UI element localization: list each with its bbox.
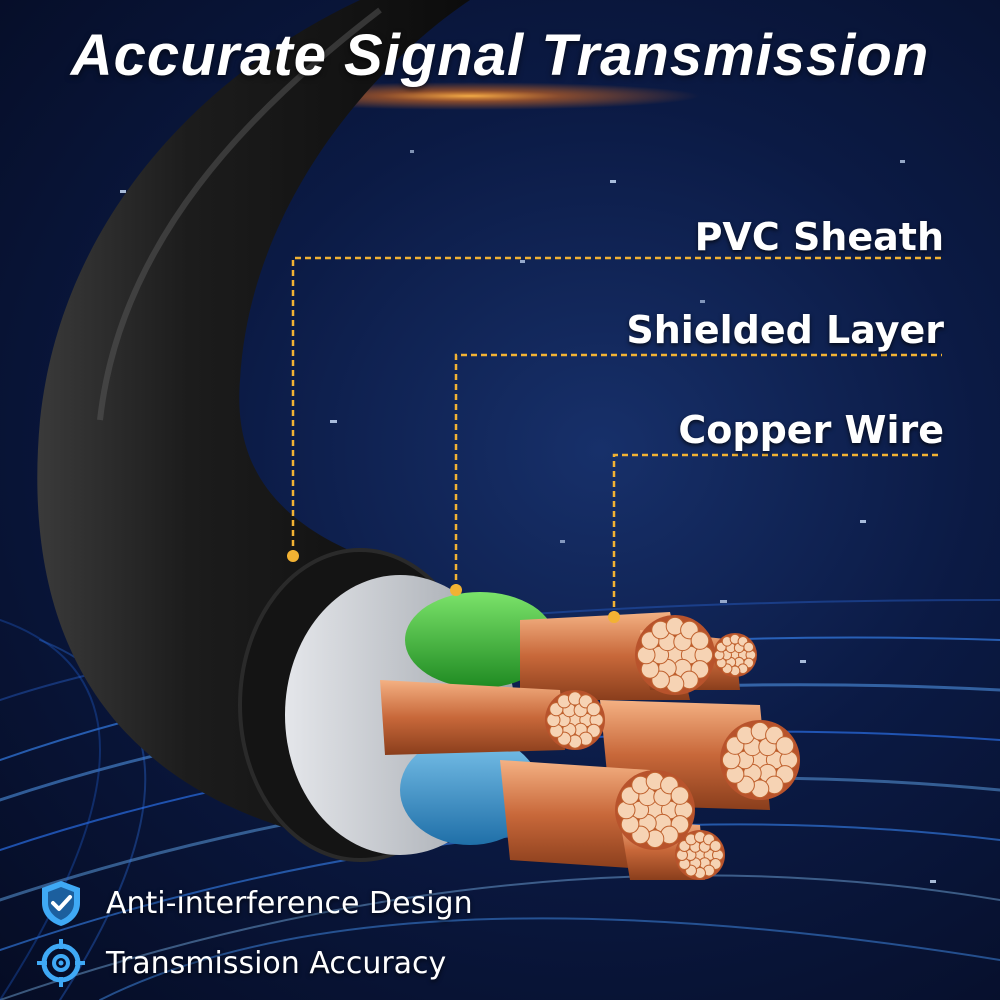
copper-strand bbox=[670, 786, 690, 805]
star-dots bbox=[120, 150, 936, 883]
callout-dots bbox=[287, 550, 620, 623]
pvc-sheath-label: PVC Sheath bbox=[694, 215, 944, 259]
shielded-layer-label: Shielded Layer bbox=[626, 308, 944, 352]
copper-strand bbox=[775, 736, 795, 755]
page-title: Accurate Signal Transmission bbox=[70, 23, 930, 88]
feature-label: Transmission Accuracy bbox=[106, 945, 447, 981]
copper-strand bbox=[743, 641, 755, 653]
crosshair-target-icon bbox=[37, 939, 85, 987]
feature-transmission-accuracy: Transmission Accuracy bbox=[36, 938, 446, 988]
green-insulation bbox=[405, 592, 555, 688]
callout-lines bbox=[291, 256, 942, 617]
copper-strand bbox=[709, 840, 722, 852]
cable-highlight bbox=[97, 7, 382, 421]
shield-check-icon bbox=[42, 881, 80, 926]
feature-label: Anti-interference Design bbox=[106, 885, 473, 921]
feature-anti-interference: Anti-interference Design bbox=[36, 878, 473, 928]
copper-wire-label: Copper Wire bbox=[678, 408, 944, 452]
copper-strand-ends bbox=[545, 615, 800, 880]
copper-strand bbox=[690, 631, 710, 650]
copper-strand bbox=[586, 702, 601, 717]
